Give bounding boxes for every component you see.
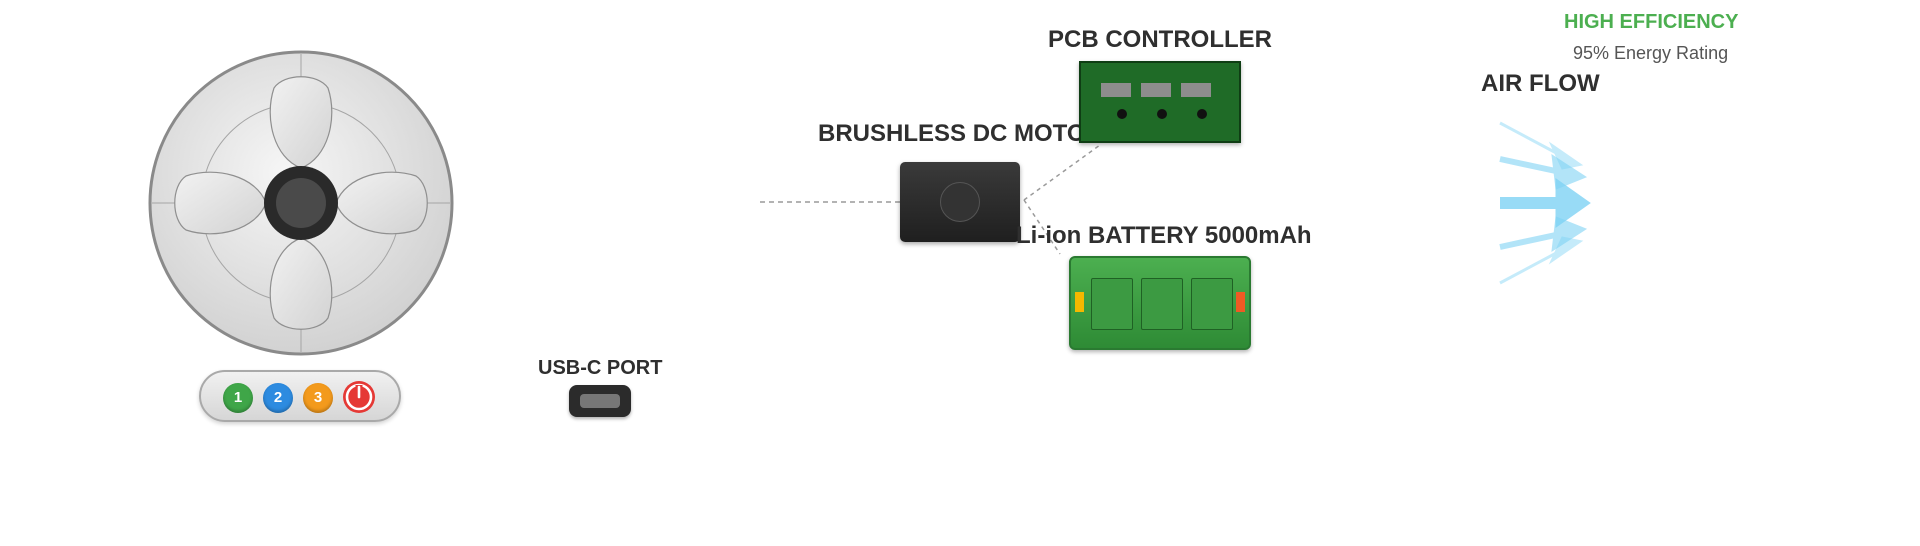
pcb-chip: [1141, 83, 1171, 97]
wire-motor-pcb: [1023, 144, 1101, 201]
pcb-chip: [1101, 83, 1131, 97]
brushless-dc-motor: [900, 162, 1020, 242]
speed-3-button[interactable]: 3: [303, 383, 333, 413]
usb-slot: [580, 394, 620, 408]
pcb-pin: [1157, 109, 1167, 119]
pcb-chip: [1181, 83, 1211, 97]
battery-cell: [1091, 278, 1133, 330]
efficiency-subtitle: 95% Energy Rating: [1573, 43, 1729, 63]
pcb-label: PCB CONTROLLER: [1048, 26, 1272, 53]
power-button[interactable]: [342, 380, 376, 414]
control-panel: 1 2 3: [199, 370, 401, 422]
usb-c-port: [569, 385, 631, 417]
battery-terminal-negative: [1236, 292, 1245, 312]
speed-2-button[interactable]: 2: [263, 383, 293, 413]
efficiency-title: HIGH EFFICIENCY: [1564, 11, 1739, 33]
fan-icon: [148, 50, 454, 356]
usb-port-label: USB-C PORT: [538, 357, 663, 379]
airflow-arrows-icon: [1499, 121, 1591, 285]
pcb-pin: [1197, 109, 1207, 119]
motor-shaft: [940, 182, 980, 222]
airflow-graphic: [1490, 115, 1600, 290]
airflow-label: AIR FLOW: [1481, 70, 1600, 97]
speed-1-button[interactable]: 1: [223, 383, 253, 413]
pcb-pin: [1117, 109, 1127, 119]
battery-cell: [1191, 278, 1233, 330]
pcb-controller: [1079, 61, 1241, 143]
battery-terminal-positive: [1075, 292, 1084, 312]
power-icon: [343, 381, 375, 413]
battery-label: Li-ion BATTERY 5000mAh: [1016, 222, 1312, 249]
motor-label: BRUSHLESS DC MOTOR: [818, 120, 1103, 147]
battery-cell: [1141, 278, 1183, 330]
fan-assembly: [146, 48, 456, 358]
wire-motor-battery: [1023, 199, 1061, 255]
li-ion-battery: [1069, 256, 1251, 350]
